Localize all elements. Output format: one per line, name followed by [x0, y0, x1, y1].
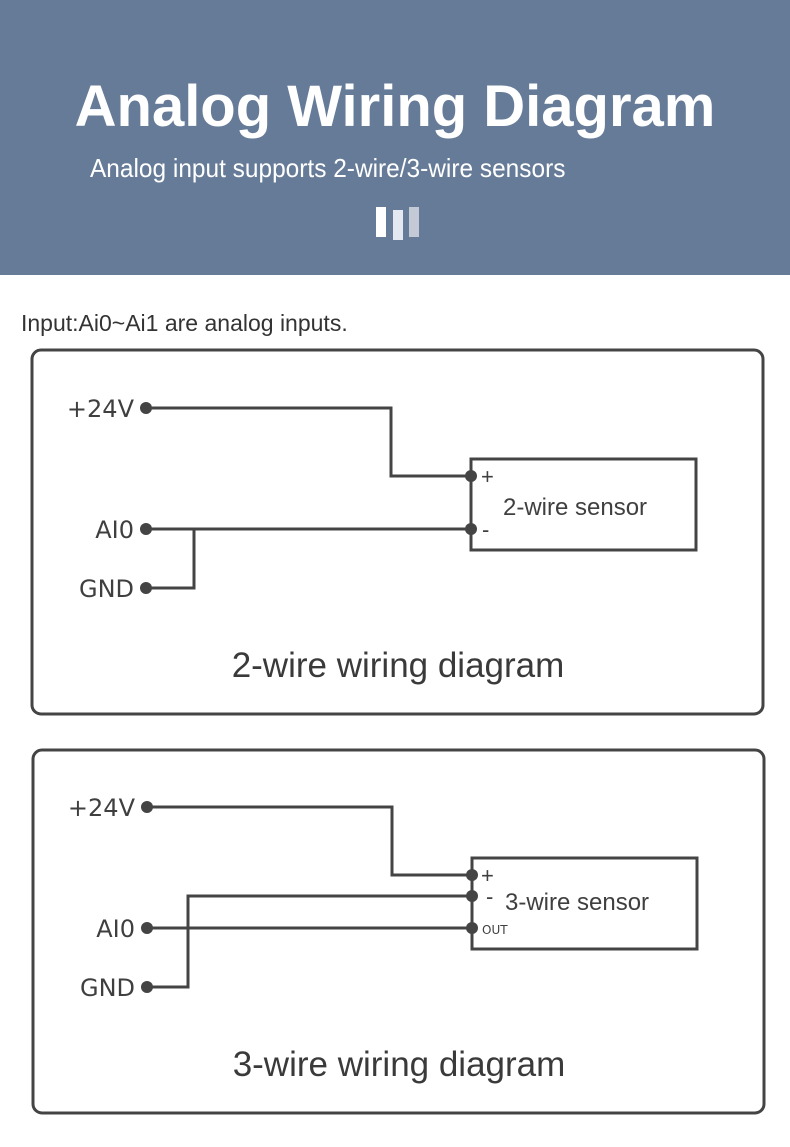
bar-3 [409, 207, 419, 237]
panel-frame [30, 348, 765, 716]
panel-frame [31, 748, 766, 1115]
terminal-dot-ai0 [140, 523, 152, 535]
terminal-dot-gnd [141, 981, 153, 993]
terminal-label-ai0: AI0 [95, 516, 134, 544]
terminal-label-ai0: AI0 [96, 915, 135, 943]
pin-dot-plus [465, 470, 477, 482]
pin-label-minus: - [482, 517, 489, 542]
terminal-label-gnd: GND [80, 974, 135, 1002]
panel-title: 3-wire wiring diagram [233, 1045, 566, 1084]
header-banner: Analog Wiring Diagram Analog input suppo… [0, 0, 790, 275]
sensor-label: 3-wire sensor [505, 889, 649, 916]
pin-dot-plus [466, 869, 478, 881]
pin-dot-out [466, 922, 478, 934]
pin-label-minus: - [486, 884, 493, 909]
wire-gnd-jumper [146, 529, 196, 590]
pin-label-plus: + [481, 464, 494, 489]
sensor-box-2-wire [469, 457, 698, 552]
wire-gnd-to-minus [147, 894, 472, 989]
panel-3-wire: +24V AI0 GND + - OUT 3-wire sensor 3-wir… [31, 748, 766, 1115]
wire-24v-to-plus [146, 406, 471, 478]
terminal-dot-gnd [140, 582, 152, 594]
pin-dot-minus [466, 890, 478, 902]
wire-24v-to-plus [147, 805, 472, 877]
pin-label-plus: + [481, 863, 494, 888]
bar-1 [376, 207, 386, 237]
terminal-label-24v: +24V [68, 794, 136, 822]
page-subtitle: Analog input supports 2-wire/3-wire sens… [90, 153, 566, 183]
terminal-label-24v: +24V [67, 395, 135, 423]
panel-2-wire: +24V AI0 GND + - 2-wire sensor 2-wire wi… [30, 348, 765, 716]
terminal-dot-ai0 [141, 922, 153, 934]
sensor-box-3-wire [470, 856, 699, 951]
bar-2 [393, 210, 403, 240]
page-title: Analog Wiring Diagram [74, 74, 716, 139]
panel-title: 2-wire wiring diagram [232, 646, 565, 685]
terminal-dot-24v [140, 402, 152, 414]
terminal-dot-24v [141, 801, 153, 813]
pin-dot-minus [465, 523, 477, 535]
pin-label-out: OUT [482, 923, 508, 937]
sensor-label: 2-wire sensor [503, 494, 647, 521]
terminal-label-gnd: GND [79, 575, 134, 603]
intro-text: Input:Ai0~Ai1 are analog inputs. [21, 310, 348, 336]
